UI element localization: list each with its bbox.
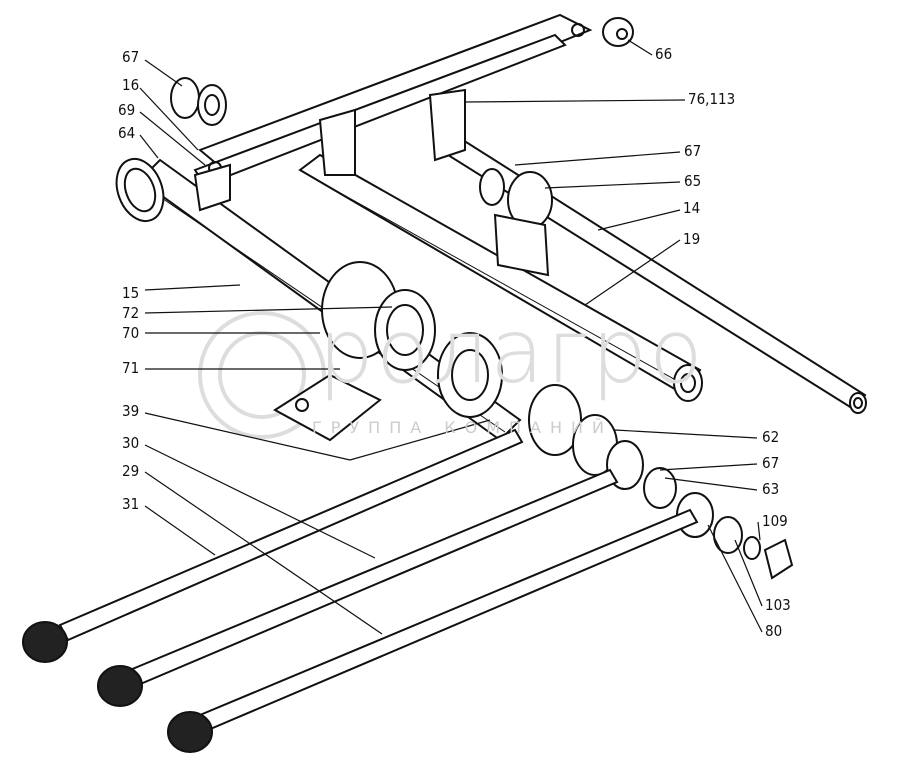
shaft-19 bbox=[298, 153, 703, 402]
label-14: 14 bbox=[683, 199, 701, 217]
label-72: 72 bbox=[122, 304, 140, 322]
link-plates bbox=[193, 13, 593, 212]
label-71: 71 bbox=[122, 359, 140, 377]
label-76-113: 76,113 bbox=[688, 90, 736, 108]
label-64: 64 bbox=[118, 124, 136, 142]
label-70: 70 bbox=[122, 324, 140, 342]
label-69: 69 bbox=[118, 101, 136, 119]
label-39: 39 bbox=[122, 402, 140, 420]
label-30: 30 bbox=[122, 434, 140, 452]
collar-65 bbox=[479, 168, 553, 277]
label-67: 67 bbox=[122, 48, 140, 66]
label-66: 66 bbox=[655, 45, 673, 63]
label-67: 67 bbox=[762, 454, 780, 472]
label-31: 31 bbox=[122, 495, 140, 513]
label-65: 65 bbox=[684, 172, 702, 190]
label-103: 103 bbox=[765, 596, 791, 614]
label-80: 80 bbox=[765, 622, 783, 640]
bushing-67 bbox=[170, 77, 227, 126]
watermark-logo-text: ролагро bbox=[318, 300, 705, 403]
label-109: 109 bbox=[762, 512, 788, 530]
bearing-housing bbox=[273, 261, 794, 580]
label-62: 62 bbox=[762, 428, 780, 446]
nut-66 bbox=[602, 17, 634, 47]
label-63: 63 bbox=[762, 480, 780, 498]
label-19: 19 bbox=[683, 230, 701, 248]
label-16: 16 bbox=[122, 76, 140, 94]
watermark-subtitle: ГРУППА КОМПАНИЙ bbox=[312, 418, 613, 437]
levers bbox=[22, 428, 699, 753]
label-29: 29 bbox=[122, 462, 140, 480]
label-15: 15 bbox=[122, 284, 140, 302]
leader-lines bbox=[139, 39, 763, 635]
label-67: 67 bbox=[684, 142, 702, 160]
